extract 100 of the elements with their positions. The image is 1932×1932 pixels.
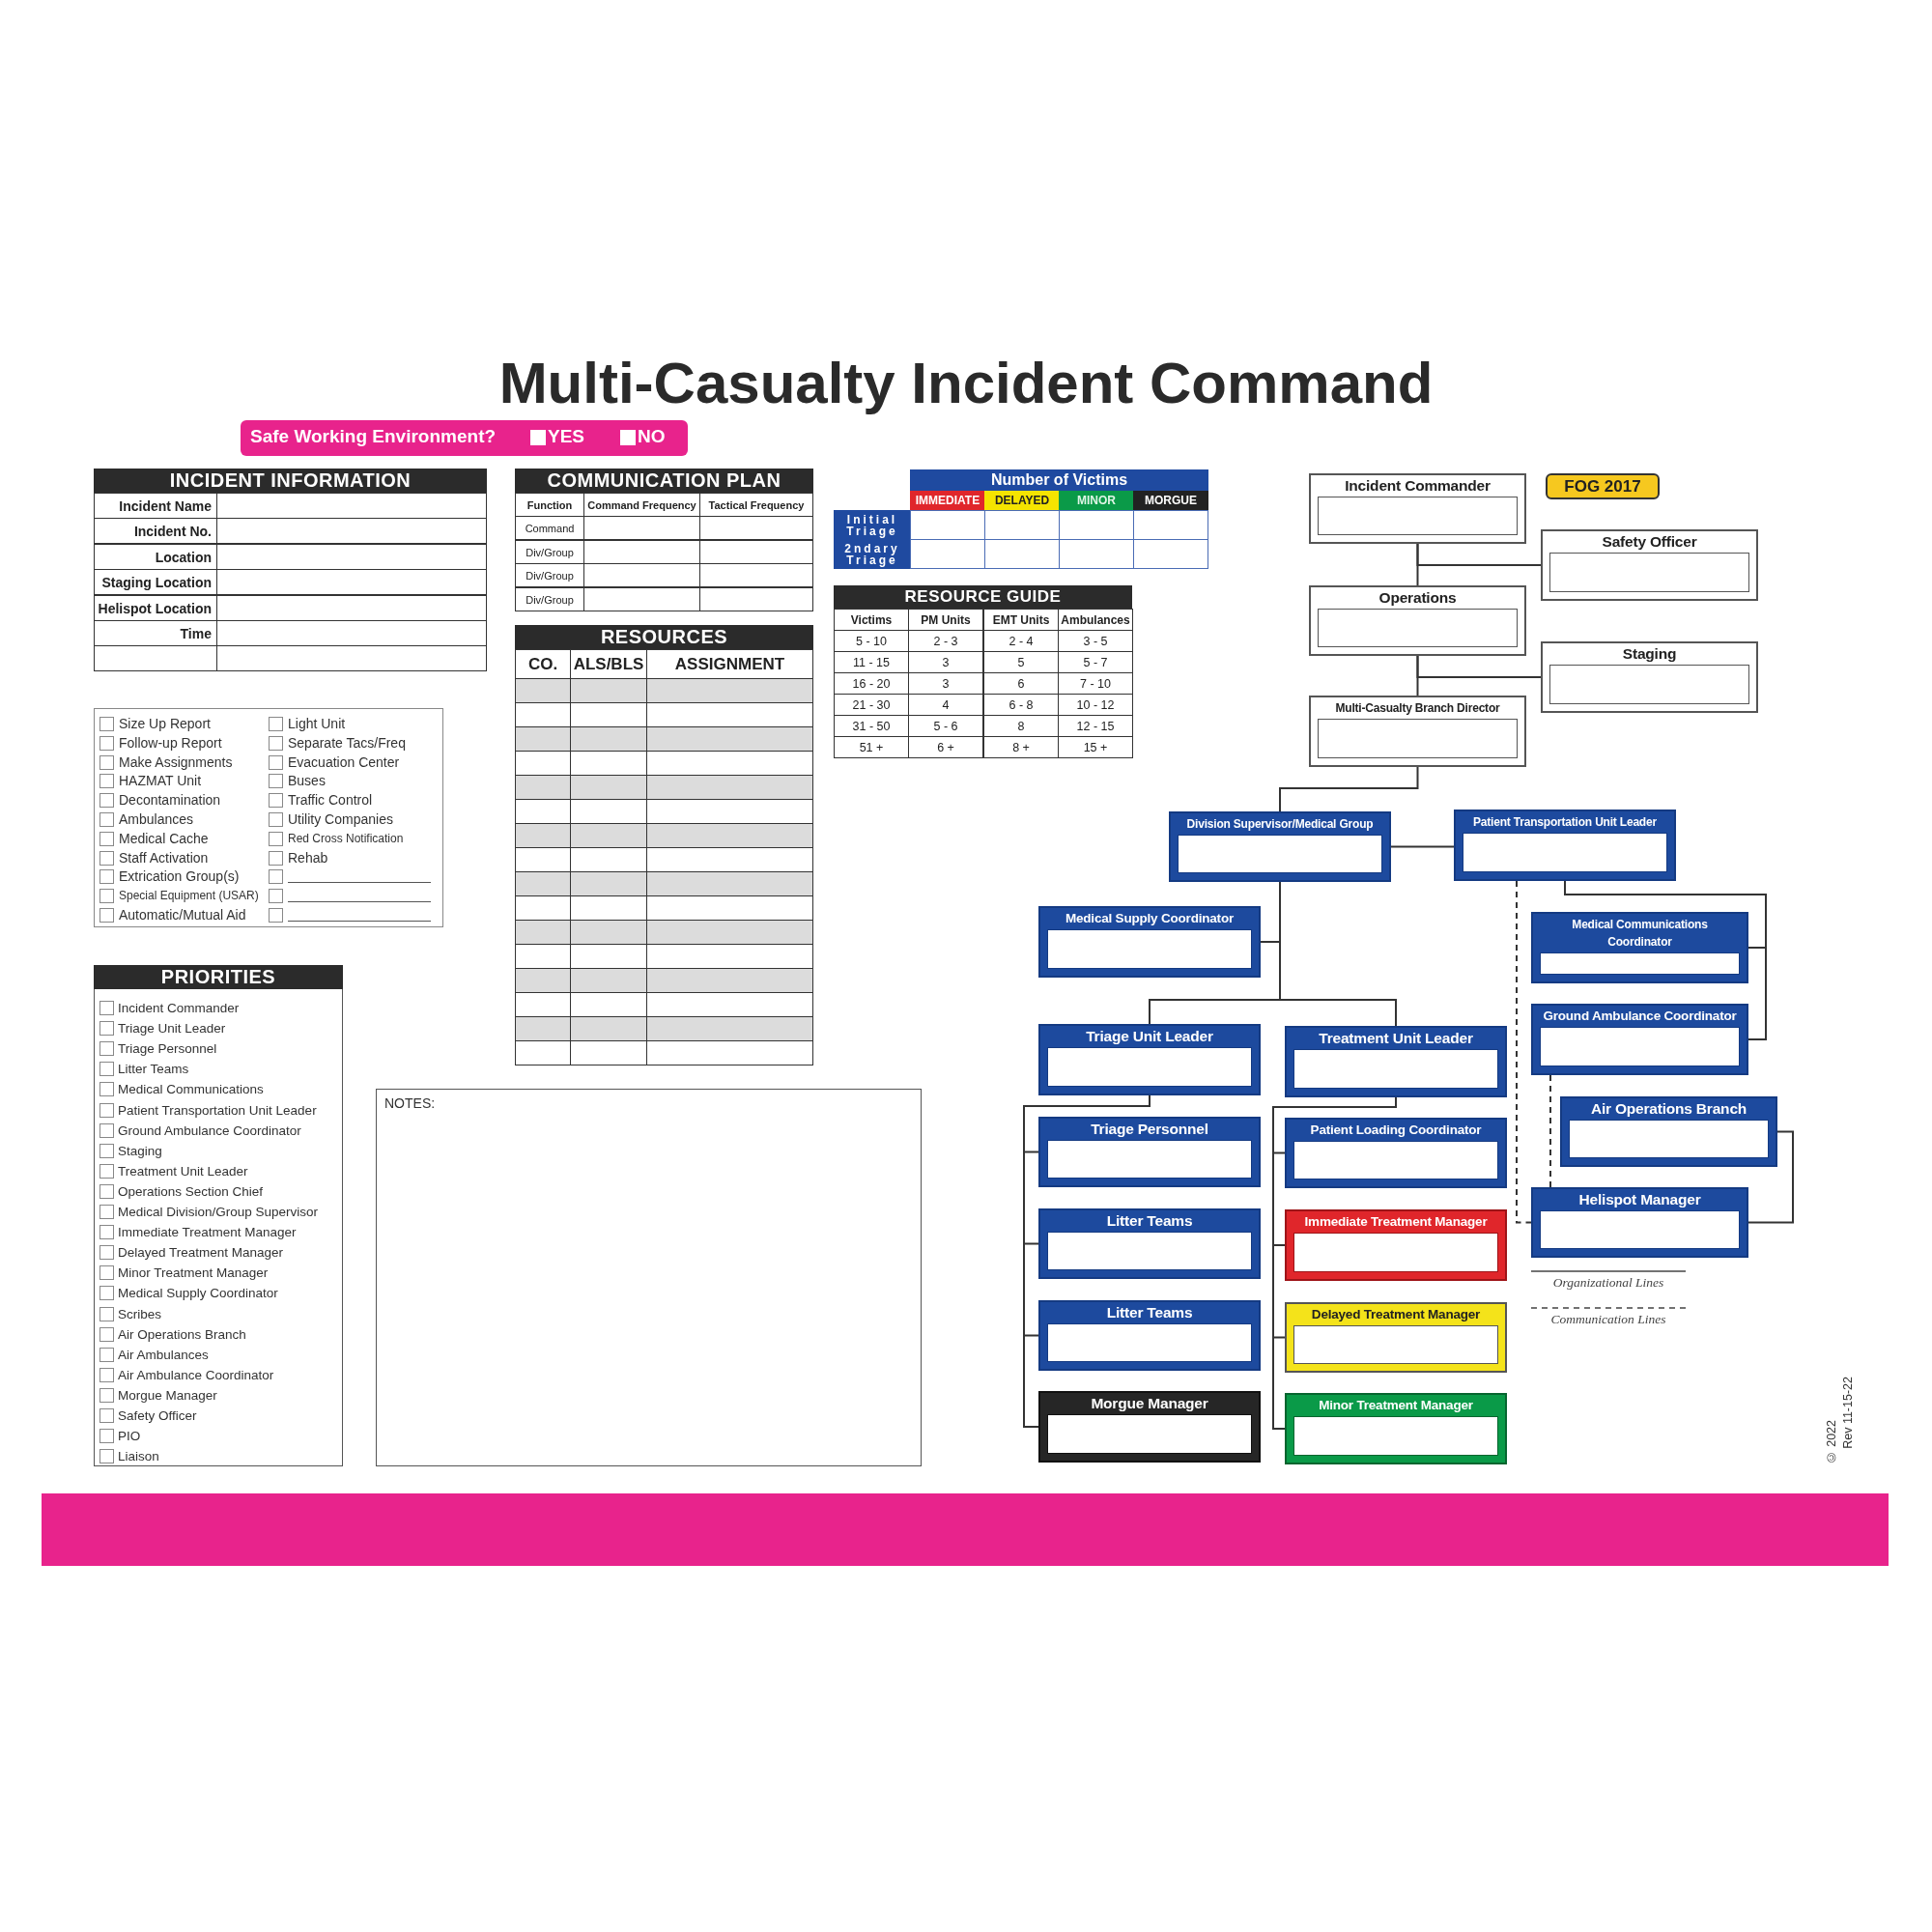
- position-box: [1531, 1187, 1748, 1258]
- position-box: [1541, 529, 1758, 601]
- diagram-title: Multi-Casualty Incident Command: [498, 350, 1434, 416]
- row-label: Div/Group: [515, 540, 584, 564]
- checklist-item: PIO: [118, 1428, 141, 1445]
- checklist-item: Treatment Unit Leader: [118, 1163, 248, 1180]
- table-title: INCIDENT INFORMATION: [94, 469, 487, 493]
- checklist-item: Special Equipment (USAR): [119, 888, 259, 904]
- position-box: [1038, 1117, 1261, 1187]
- position-title: Operations: [1378, 589, 1458, 607]
- checklist-item: HAZMAT Unit: [119, 772, 202, 790]
- column-header: Ambulances: [1058, 609, 1133, 631]
- position-title: Air Operations Branch: [1589, 1100, 1748, 1118]
- checklist-item: Separate Tacs/Freq: [288, 734, 406, 753]
- position-title: Ground Ambulance Coordinator: [1542, 1008, 1738, 1025]
- checklist-item: Medical Cache: [119, 830, 209, 848]
- checklist-item: Incident Commander: [118, 1000, 240, 1017]
- copyright-note: © 2022: [1825, 1420, 1838, 1464]
- checklist-item: Decontamination: [119, 791, 221, 810]
- row-label: Incident Name: [94, 493, 217, 519]
- position-title: Medical Supply Coordinator: [1064, 910, 1236, 927]
- position-box: [1169, 811, 1391, 882]
- position-title: Litter Teams: [1105, 1212, 1194, 1230]
- checklist-item: Operations Section Chief: [118, 1183, 264, 1201]
- checklist-item: Ground Ambulance Coordinator: [118, 1122, 301, 1140]
- checklist-item: Air Operations Branch: [118, 1326, 246, 1344]
- position-title: Safety Officer: [1601, 533, 1698, 551]
- row-label: Div/Group: [515, 587, 584, 611]
- checklist-item: Medical Supply Coordinator: [118, 1285, 278, 1302]
- checklist-item: Triage Personnel: [118, 1040, 217, 1058]
- table-title: RESOURCES: [515, 625, 813, 649]
- legend-label: Organizational Lines: [1552, 1275, 1664, 1291]
- checklist-item: Morgue Manager: [118, 1387, 217, 1405]
- position-title: Morgue Manager: [1090, 1395, 1209, 1412]
- checklist-item: Safety Officer: [118, 1407, 197, 1425]
- checklist-item: Medical Division/Group Supervisor: [118, 1204, 319, 1221]
- position-box: [1309, 585, 1526, 656]
- connector-line: [1416, 543, 1419, 586]
- option-label: YES: [548, 426, 585, 447]
- position-box: [1285, 1393, 1507, 1464]
- column-header: IMMEDIATE: [910, 491, 985, 510]
- position-box: [1285, 1302, 1507, 1373]
- checklist-item: Ambulances: [119, 810, 194, 829]
- connector-line: [1279, 881, 1397, 1027]
- position-title: Medical Communications Coordinator: [1571, 917, 1709, 951]
- row-label: Helispot Location: [94, 595, 217, 621]
- checklist-item: Light Unit: [288, 715, 346, 733]
- row-label: Command: [515, 516, 584, 540]
- position-title: Patient Loading Coordinator: [1309, 1122, 1483, 1139]
- connector-line: [1279, 766, 1419, 812]
- position-title: Patient Transportation Unit Leader: [1472, 814, 1658, 831]
- option-label: NO: [638, 426, 666, 447]
- position-title: Multi-Casualty Branch Director: [1334, 700, 1501, 717]
- position-box: [1285, 1118, 1507, 1188]
- checklist-item: Extrication Group(s): [119, 867, 240, 886]
- position-box: [1038, 906, 1261, 978]
- table-title: COMMUNICATION PLAN: [515, 469, 813, 493]
- position-title: Triage Unit Leader: [1085, 1028, 1214, 1045]
- checklist-item: Triage Unit Leader: [118, 1020, 226, 1037]
- column-header: MORGUE: [1133, 491, 1208, 510]
- row-label: Initial Triage: [834, 510, 911, 540]
- table-value: 15 +: [1058, 736, 1133, 758]
- column-header: EMT Units: [983, 609, 1059, 631]
- checklist-item: Evacuation Center: [288, 753, 400, 772]
- checklist-item: Delayed Treatment Manager: [118, 1244, 284, 1262]
- table-value: 51 +: [834, 736, 909, 758]
- connector-line: [1747, 1130, 1794, 1224]
- dashed-connector-line: [1516, 880, 1532, 1224]
- checklist-item: Traffic Control: [288, 791, 373, 810]
- checklist-item: Red Cross Notification: [288, 831, 404, 847]
- table-value: 6 +: [908, 736, 983, 758]
- checklist-item: Patient Transportation Unit Leader: [118, 1102, 317, 1120]
- position-box: [1038, 1391, 1261, 1463]
- position-box: [1541, 641, 1758, 713]
- checklist-item: Size Up Report: [119, 715, 211, 733]
- row-label: Incident No.: [94, 518, 217, 544]
- checklist-item: Staff Activation: [119, 849, 209, 867]
- column-header: Function: [515, 493, 584, 517]
- version-badge: FOG 2017: [1546, 473, 1660, 499]
- table-title: PRIORITIES: [94, 965, 343, 989]
- checklist-item: Scribes: [118, 1306, 161, 1323]
- dashed-connector-line: [1549, 1074, 1551, 1188]
- position-title: Minor Treatment Manager: [1318, 1397, 1474, 1414]
- position-box: [1038, 1208, 1261, 1279]
- position-box: [1038, 1300, 1261, 1371]
- position-title: Staging: [1621, 645, 1678, 663]
- connector-line: [1416, 655, 1419, 696]
- column-header: Victims: [834, 609, 909, 631]
- checklist-item: Minor Treatment Manager: [118, 1264, 269, 1282]
- checklist-item: Follow-up Report: [119, 734, 222, 753]
- position-box: [1531, 1004, 1748, 1075]
- table-value: 8 +: [983, 736, 1059, 758]
- row-label: 2ndary Triage: [834, 539, 911, 569]
- position-title: Treatment Unit Leader: [1318, 1030, 1474, 1047]
- column-header: MINOR: [1059, 491, 1134, 510]
- position-box: [1309, 473, 1526, 544]
- column-header: Tactical Frequency: [699, 493, 813, 517]
- table-title: RESOURCE GUIDE: [834, 585, 1132, 609]
- checklist-item: Air Ambulance Coordinator: [118, 1367, 274, 1384]
- checklist-item: Make Assignments: [119, 753, 233, 772]
